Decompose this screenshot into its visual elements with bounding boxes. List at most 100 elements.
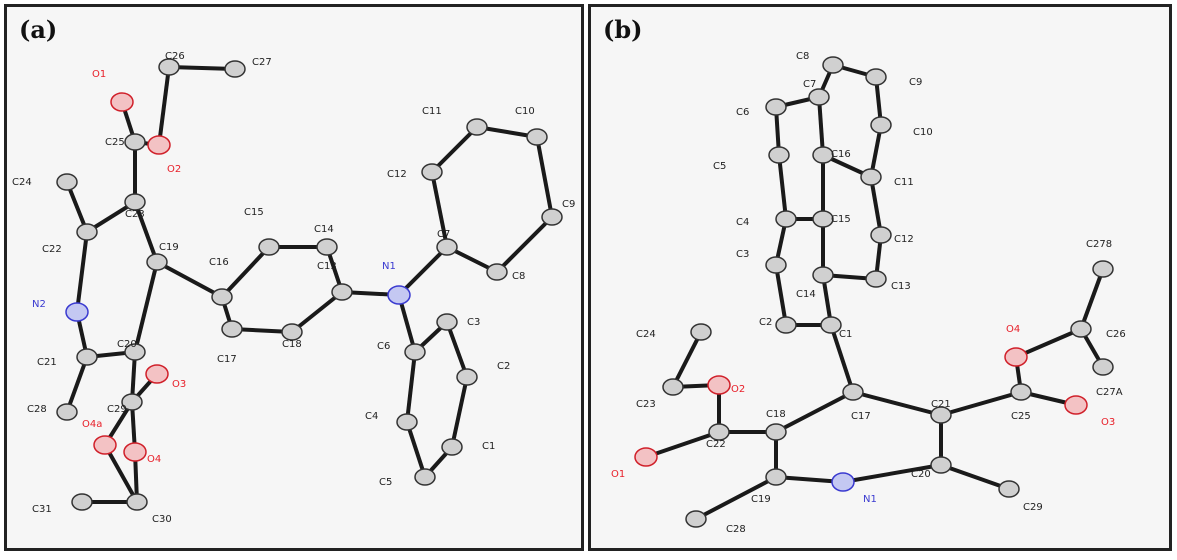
atom-label-C2: C2	[497, 361, 510, 372]
atom-label-C12: C12	[387, 169, 407, 180]
atom-label-C19: C19	[159, 242, 179, 253]
atom-C24	[56, 173, 78, 191]
panel-label-b: (b)	[603, 15, 643, 44]
atom-label-C1: C1	[482, 441, 495, 452]
atom-N1	[387, 285, 411, 305]
atom-C1	[820, 316, 842, 334]
atom-label-C1: C1	[839, 329, 852, 340]
bond-C16-C15	[220, 245, 271, 299]
atom-C12	[870, 226, 892, 244]
atom-C16	[812, 146, 834, 164]
atom-N2	[65, 302, 89, 322]
atom-label-C6: C6	[377, 341, 390, 352]
atom-C23	[124, 193, 146, 211]
atom-label-C19: C19	[751, 494, 771, 505]
atom-O1	[634, 447, 658, 467]
atom-label-C21: C21	[37, 357, 57, 368]
atom-label-O2: O2	[731, 384, 745, 395]
atom-label-C27: C27	[252, 57, 272, 68]
atom-label-C23: C23	[636, 399, 656, 410]
atom-label-C9: C9	[909, 77, 922, 88]
bond-C21-C28	[65, 356, 89, 413]
bond-C17-C18	[775, 390, 854, 434]
atom-C20	[124, 343, 146, 361]
atom-C19	[146, 253, 168, 271]
atom-C10	[870, 116, 892, 134]
bond-O2-C26	[157, 66, 171, 146]
atom-label-C20: C20	[911, 469, 931, 480]
atom-label-N1: N1	[863, 494, 877, 505]
bond-C20-C19	[133, 261, 159, 353]
atom-label-C22: C22	[42, 244, 62, 255]
bond-C2-C1	[450, 376, 469, 448]
atom-label-C24: C24	[12, 177, 32, 188]
bond-C7-C12	[430, 171, 449, 248]
atom-label-C11: C11	[422, 106, 442, 117]
atom-label-C14: C14	[314, 224, 334, 235]
bond-C13-C18	[290, 290, 344, 334]
atom-C278	[1092, 260, 1114, 278]
atom-C7	[436, 238, 458, 256]
atom-C2	[775, 316, 797, 334]
atom-C25	[1010, 383, 1032, 401]
atom-C9	[865, 68, 887, 86]
bond-C22-O1	[645, 430, 720, 459]
atom-C4	[775, 210, 797, 228]
atom-C21	[930, 406, 952, 424]
atom-label-C7: C7	[437, 229, 450, 240]
atom-label-O3: O3	[172, 379, 186, 390]
atom-label-C25: C25	[1011, 411, 1031, 422]
bond-C11-C12	[869, 176, 883, 236]
atom-C22	[708, 423, 730, 441]
atom-label-C25: C25	[105, 137, 125, 148]
atom-C8	[822, 56, 844, 74]
bond-C17-C21	[852, 390, 942, 417]
atom-C17	[842, 383, 864, 401]
atom-C18	[281, 323, 303, 341]
atom-O2	[707, 375, 731, 395]
atom-label-C7: C7	[803, 79, 816, 90]
bond-C22-N2	[75, 231, 89, 313]
atom-O4a	[93, 435, 117, 455]
atom-label-C16: C16	[209, 257, 229, 268]
atom-C7	[808, 88, 830, 106]
atom-C23	[662, 378, 684, 396]
bond-O4a-C30	[103, 444, 139, 503]
bond-N1-C7	[397, 245, 449, 297]
atom-label-C278: C278	[1086, 239, 1112, 250]
atom-O3	[1064, 395, 1088, 415]
atom-label-C22: C22	[706, 439, 726, 450]
atom-C28	[685, 510, 707, 528]
atom-C14	[812, 266, 834, 284]
atom-label-C26: C26	[165, 51, 185, 62]
atom-label-C23: C23	[125, 209, 145, 220]
atom-label-C8: C8	[512, 271, 525, 282]
bond-C19-C16	[156, 260, 223, 299]
atom-C5	[768, 146, 790, 164]
bond-C20-C29	[940, 463, 1010, 491]
atom-label-O1: O1	[611, 469, 625, 480]
atom-label-C21: C21	[931, 399, 951, 410]
atom-label-C4: C4	[736, 217, 749, 228]
atom-C22	[76, 223, 98, 241]
bond-C4-C6	[405, 351, 417, 423]
atom-C12	[421, 163, 443, 181]
bond-C19-C28	[695, 475, 777, 521]
atom-label-C15: C15	[244, 207, 264, 218]
atom-label-C18: C18	[282, 339, 302, 350]
atom-label-C16: C16	[831, 149, 851, 160]
bond-C10-C9	[535, 136, 554, 218]
atom-label-O2: O2	[167, 164, 181, 175]
atom-C31	[71, 493, 93, 511]
atom-C26	[1070, 320, 1092, 338]
bond-C9-C8	[495, 215, 554, 274]
atom-label-C28: C28	[27, 404, 47, 415]
atom-label-C8: C8	[796, 51, 809, 62]
bond-O4-C26	[1015, 327, 1082, 359]
atom-O4	[123, 442, 147, 462]
atom-C8	[486, 263, 508, 281]
atom-label-C2: C2	[759, 317, 772, 328]
atom-label-C24: C24	[636, 329, 656, 340]
atom-label-O4: O4	[1006, 324, 1020, 335]
